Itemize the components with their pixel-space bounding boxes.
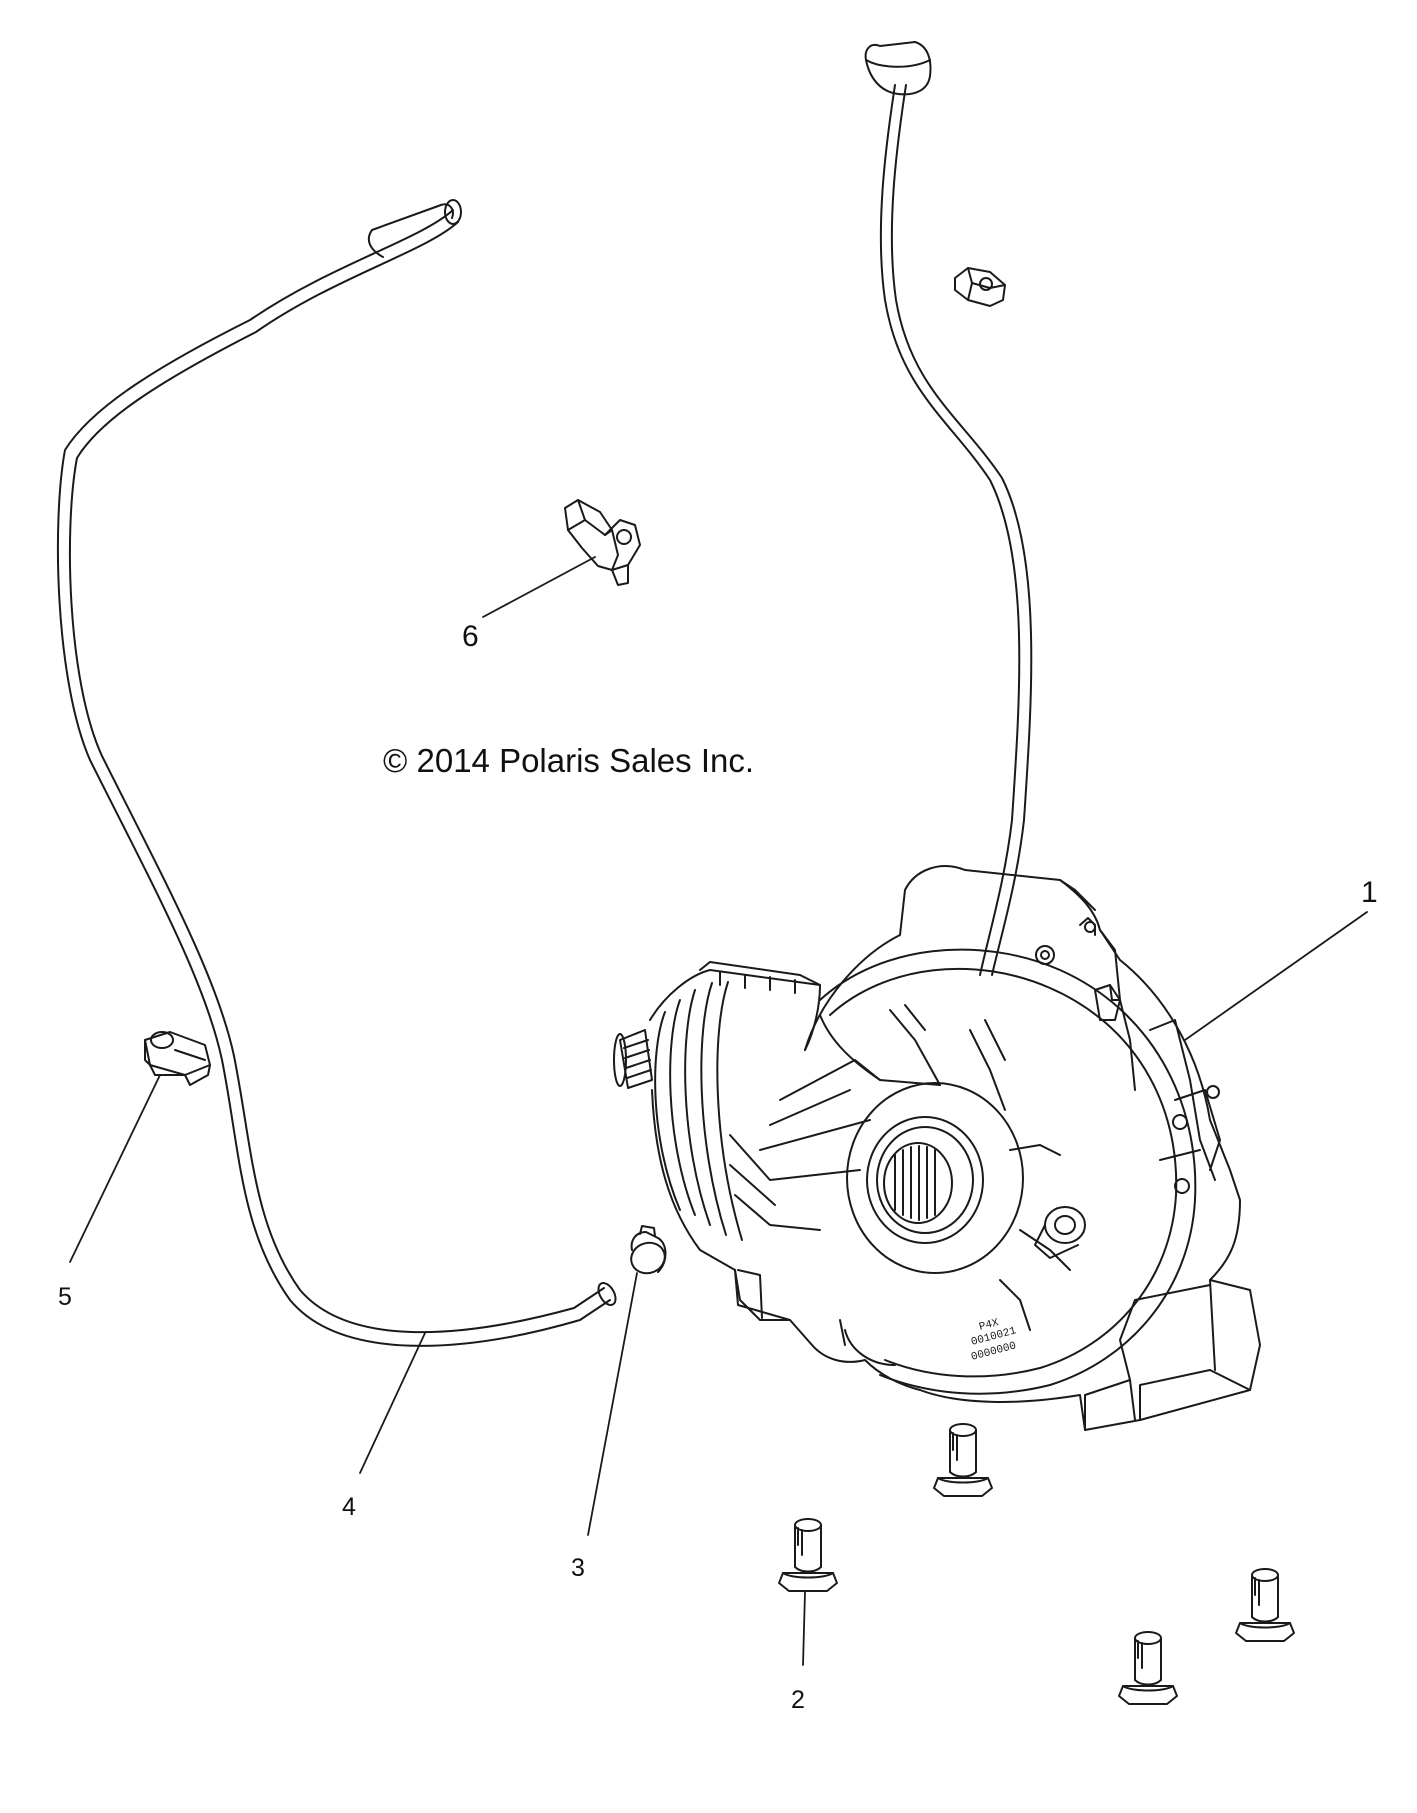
callout-4: 4 (342, 1493, 356, 1521)
copyright-notice: © 2014 Polaris Sales Inc. (383, 742, 755, 779)
leader-3 (587, 1272, 638, 1536)
hose-retainer-icon (144, 1031, 211, 1086)
flange-bolt-4 (1118, 1631, 1178, 1705)
housing-stamp-line-1: P4X (978, 1317, 1001, 1334)
leader-4 (359, 1332, 426, 1474)
leader-lines (69, 556, 1368, 1666)
hose-clip-icon (564, 499, 641, 586)
callout-5: 5 (58, 1283, 72, 1311)
leader-1 (1184, 911, 1368, 1041)
housing-stamp: P4X 0010021 0000000 (970, 1317, 1018, 1364)
hose-clamp-icon (630, 1225, 667, 1275)
callout-3: 3 (571, 1554, 585, 1582)
flange-bolt-icon (778, 1423, 1295, 1705)
flange-bolt-3 (1235, 1568, 1295, 1642)
leader-6 (482, 556, 596, 618)
flange-bolt-1 (933, 1423, 993, 1497)
vent-hose-right-icon (864, 41, 1033, 976)
callout-6: 6 (462, 620, 479, 653)
leader-2 (802, 1591, 806, 1666)
flange-bolt-2 (778, 1518, 838, 1592)
callout-1: 1 (1361, 876, 1378, 909)
small-clip-icon (954, 267, 1006, 307)
leader-5 (69, 1074, 161, 1263)
callout-2: 2 (791, 1686, 805, 1714)
vent-hose-left-icon (56, 199, 617, 1347)
gearcase-assembly-icon (613, 865, 1261, 1431)
